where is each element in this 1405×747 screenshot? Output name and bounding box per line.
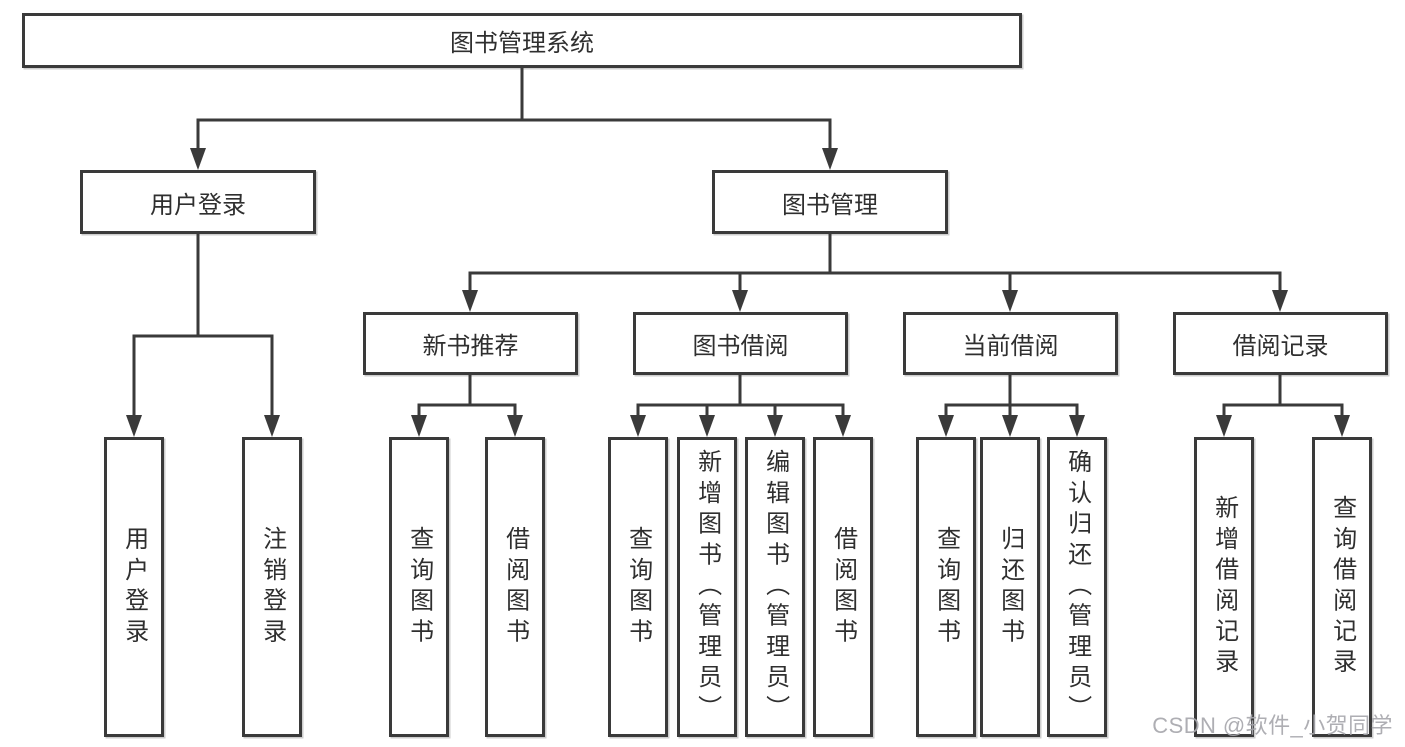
node-new-book-recommendation: 新书推荐: [363, 312, 578, 375]
node-current-borrowing: 当前借阅: [903, 312, 1118, 375]
leaf-bb-add-book-admin: 新增图书（管理员）: [677, 437, 737, 737]
leaf-cb-query-books: 查询图书: [916, 437, 976, 737]
node-label: 图书管理: [782, 191, 878, 219]
csdn-watermark: CSDN @软件_小贺同学: [1152, 713, 1393, 738]
connector-login-rail: [132, 334, 274, 421]
leaf-label: 查询图书: [405, 525, 433, 649]
leaf-label: 确认归还（管理员）: [1063, 448, 1091, 726]
leaf-logout: 注销登录: [242, 437, 302, 737]
leaf-bb-query-books: 查询图书: [608, 437, 668, 737]
connector-rec-rail: [417, 403, 517, 421]
leaf-label: 借阅图书: [501, 525, 529, 649]
leaf-label: 查询图书: [624, 525, 652, 649]
leaf-label: 编辑图书（管理员）: [761, 448, 789, 726]
leaf-bb-borrow-books: 借阅图书: [813, 437, 873, 737]
connector-br-rail: [1222, 403, 1344, 421]
node-book-borrowing: 图书借阅: [633, 312, 848, 375]
leaf-rec-borrow-books: 借阅图书: [485, 437, 545, 737]
node-label: 用户登录: [150, 191, 246, 219]
connector-bb-rail: [636, 403, 845, 421]
leaf-bb-edit-book-admin: 编辑图书（管理员）: [745, 437, 805, 737]
leaf-label: 归还图书: [996, 525, 1024, 649]
leaf-label: 新增借阅记录: [1210, 494, 1238, 680]
node-label: 借阅记录: [1232, 333, 1329, 360]
node-label: 图书管理系统: [450, 30, 594, 57]
node-label: 当前借阅: [962, 333, 1059, 360]
node-library-management-system: 图书管理系统: [22, 13, 1022, 68]
node-label: 新书推荐: [422, 333, 519, 360]
connector-level2-rail: [196, 118, 832, 152]
leaf-user-login: 用户登录: [104, 437, 164, 737]
node-label: 图书借阅: [692, 333, 789, 360]
leaf-rec-query-books: 查询图书: [389, 437, 449, 737]
node-book-management: 图书管理: [712, 170, 948, 234]
leaf-br-query-borrow-record: 查询借阅记录: [1312, 437, 1372, 737]
leaf-label: 新增图书（管理员）: [693, 448, 721, 726]
connector-level3-rail: [468, 271, 1282, 294]
leaf-cb-confirm-return-admin: 确认归还（管理员）: [1047, 437, 1107, 737]
leaf-label: 查询借阅记录: [1328, 494, 1356, 680]
leaf-label: 用户登录: [120, 525, 148, 649]
leaf-br-add-borrow-record: 新增借阅记录: [1194, 437, 1254, 737]
node-user-login: 用户登录: [80, 170, 316, 234]
leaf-label: 借阅图书: [829, 525, 857, 649]
leaf-cb-return-books: 归还图书: [980, 437, 1040, 737]
connector-cb-rail: [944, 403, 1079, 421]
leaf-label: 查询图书: [932, 525, 960, 649]
node-borrowing-records: 借阅记录: [1173, 312, 1388, 375]
leaf-label: 注销登录: [258, 525, 286, 649]
